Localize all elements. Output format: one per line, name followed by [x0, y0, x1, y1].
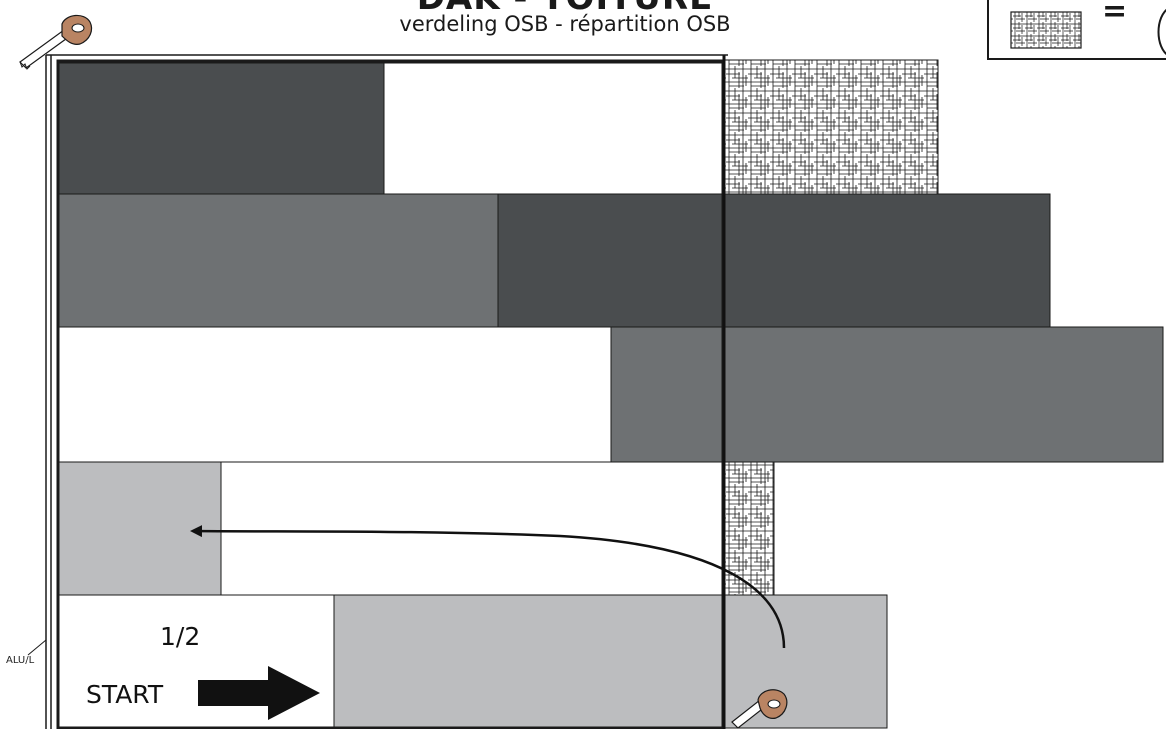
- page-subtitle: verdeling OSB - répartition OSB: [399, 12, 731, 36]
- saw-icon-top: [19, 14, 93, 70]
- panel-row5-light: [333, 594, 888, 729]
- hatch-pattern-legend: [1010, 9, 1166, 55]
- panel-row4-light: [57, 461, 222, 596]
- panel-row4-white: [220, 461, 724, 596]
- panel-row2-dark: [497, 193, 1051, 328]
- panel-row1-white: [383, 62, 724, 195]
- panel-row2-mid: [57, 193, 499, 328]
- panel-row3-mid: [610, 326, 1164, 463]
- legend-equals: =: [1102, 0, 1128, 29]
- hatched-strip-top: [722, 59, 939, 195]
- arrow-right-icon: [198, 666, 320, 720]
- alu-label: ALU/L: [6, 655, 35, 666]
- fraction-label: 1/2: [160, 622, 201, 651]
- saw-icon-bottom: [731, 689, 788, 729]
- hatched-strip-bottom: [722, 461, 775, 596]
- legend-box: [987, 0, 1166, 60]
- panel-row1-dark: [57, 62, 385, 195]
- alu-leader-line: [27, 639, 47, 656]
- panel-row3-white: [57, 326, 612, 463]
- start-label: START: [86, 680, 164, 709]
- page-title: DAK - TOITURE: [330, 0, 800, 18]
- curved-arrow: [190, 525, 786, 649]
